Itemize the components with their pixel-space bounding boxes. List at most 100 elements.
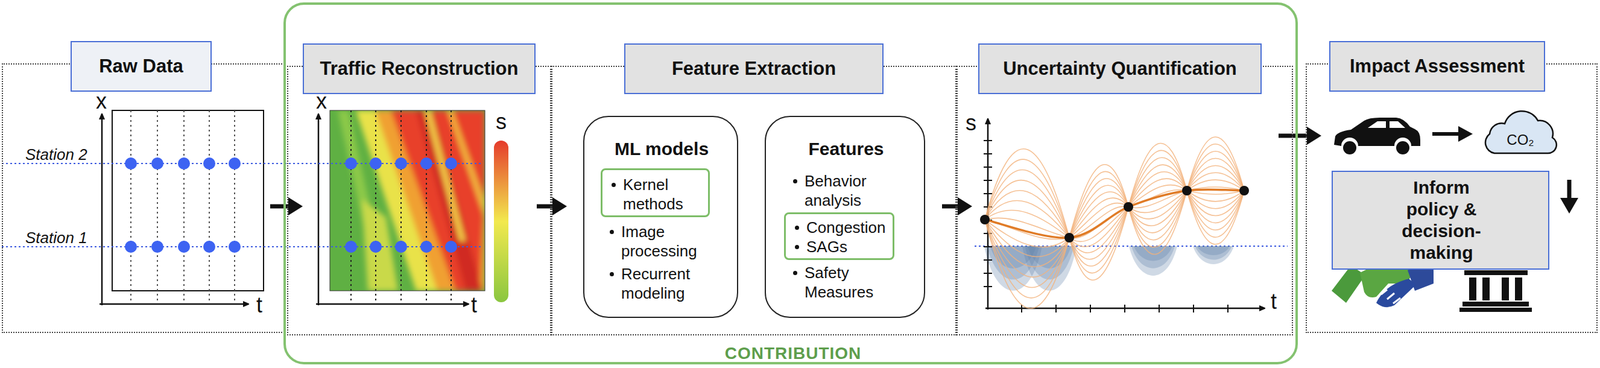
axis-tick [1021, 304, 1023, 313]
box-heading: Features [808, 138, 884, 160]
highlight-box: CongestionSAGs [784, 212, 895, 260]
header-box: Uncertainty Quantification [978, 43, 1262, 95]
axis-label: s [965, 110, 977, 136]
flow-arrow [270, 197, 303, 216]
rounded-box: Kernel methodsML modelsImage processingR… [583, 115, 739, 318]
header-text: Traffic Reconstruction [320, 57, 519, 80]
arrow-shaft [1278, 133, 1309, 139]
raw-plot [130, 110, 235, 305]
axis-label: t [1270, 288, 1277, 315]
axis-tick [983, 246, 993, 248]
bullet-item: Congestion [806, 217, 886, 238]
measurement-dots [177, 240, 190, 253]
sample-curve [1069, 206, 1129, 274]
measurement-dots [124, 157, 458, 253]
axis-label: x [316, 88, 327, 114]
axis-tick [1055, 304, 1057, 313]
axis-tick [1158, 304, 1160, 313]
sample-curve [1069, 197, 1129, 238]
box-label: Inform policy & decision-making [1388, 176, 1496, 264]
box-heading: ML models [614, 138, 709, 160]
sample-curve [1186, 190, 1245, 202]
observation-point [980, 214, 990, 225]
measurement-dots [420, 157, 433, 170]
sample-curve [1186, 190, 1245, 230]
handshake-icon [1331, 265, 1366, 303]
raw-plot [208, 110, 210, 305]
stage-section: Inform policy & decision-makingImpact As… [1305, 63, 1598, 333]
heatmap [450, 110, 452, 305]
sample-curve [1128, 190, 1187, 241]
heatmap [317, 118, 320, 306]
sample-curve [984, 217, 1070, 238]
measurement-dots [177, 157, 190, 170]
uq-plot [974, 123, 1288, 313]
axis-tick [1089, 304, 1091, 313]
observation-point [1182, 185, 1192, 196]
car-icon [1334, 117, 1421, 155]
heatmap [400, 110, 402, 305]
institution-icon [1459, 307, 1532, 312]
sample-curve [984, 180, 1070, 238]
measurement-dots [395, 240, 408, 253]
mean-curve [984, 189, 1245, 238]
sample-curve [1186, 151, 1245, 191]
measurement-dots [228, 240, 241, 253]
car-icon [1367, 121, 1386, 128]
handshake-icon [1376, 278, 1417, 307]
sample-curve [984, 219, 1070, 267]
institution-icon [1514, 277, 1523, 301]
measurement-dots [344, 240, 358, 253]
measurement-dots [203, 157, 216, 170]
cloud-icon [1485, 110, 1557, 154]
axis-tick [983, 259, 993, 261]
sample-curve [1186, 190, 1245, 223]
header-box: Raw Data [70, 41, 212, 92]
stage-section: Kernel methodsML modelsImage processingR… [551, 65, 957, 336]
sample-curve [1128, 190, 1187, 213]
heatmap [390, 110, 485, 291]
axis-tick [983, 139, 993, 142]
arrow-head [552, 197, 567, 216]
flow-arrow [1278, 126, 1322, 145]
heatmap [355, 110, 485, 291]
sample-curve [1186, 136, 1245, 191]
heatmap [425, 110, 427, 305]
sample-curve [1186, 190, 1245, 245]
risk-area [1194, 246, 1232, 260]
bullet-item: Behavior analysis [804, 171, 908, 210]
flow-arrow [1567, 179, 1572, 201]
measurement-dots [151, 157, 164, 170]
heatmap [350, 110, 452, 305]
header-text: Impact Assessment [1349, 55, 1525, 78]
icon-label: CO₂ [1506, 131, 1534, 149]
uq-plot [983, 140, 1228, 313]
institution-icon [1464, 270, 1528, 276]
raw-plot [233, 110, 236, 305]
bullet-item: SAGs [806, 237, 848, 257]
axis-tick [1124, 304, 1126, 313]
sample-curve [984, 148, 1070, 238]
risk-area [1192, 246, 1234, 265]
sample-curve [1128, 190, 1187, 248]
header-text: Uncertainty Quantification [1002, 57, 1237, 80]
measurement-dots [420, 240, 433, 253]
header-text: Feature Extraction [671, 57, 836, 80]
sample-curve [1186, 144, 1245, 191]
station-label: Station 1 [25, 228, 88, 248]
header-box: Impact Assessment [1329, 41, 1546, 92]
heatmap [375, 110, 377, 305]
heatmap [416, 110, 483, 291]
sample-curve [1186, 190, 1245, 238]
axis-label: t [471, 292, 478, 318]
arrow-head [288, 197, 303, 216]
bullet-item: Image processing [621, 221, 724, 261]
cloud-icon [1485, 110, 1557, 154]
institution-icon [1482, 277, 1490, 301]
measurement-dots [395, 157, 408, 170]
measurement-dots [124, 157, 137, 170]
station-lines [1, 163, 483, 247]
stage-section: Raw Data [1, 63, 285, 333]
heatmap [329, 110, 485, 291]
